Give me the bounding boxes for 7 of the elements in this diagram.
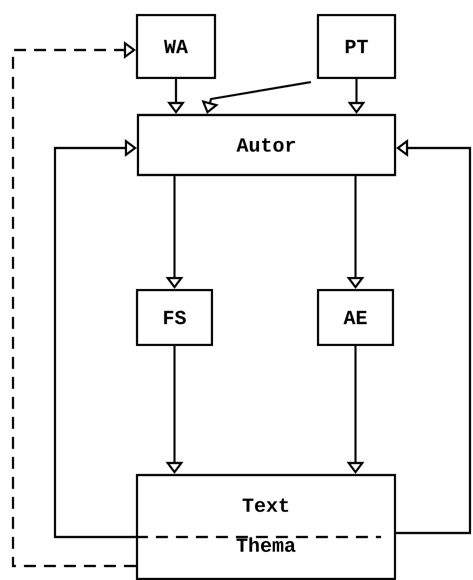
- label-box: Autor: [136, 114, 396, 176]
- arrow: [12, 41, 136, 568]
- label-box: WA: [136, 14, 216, 80]
- label-box: PT: [316, 14, 396, 80]
- split-box: Text Thema: [136, 474, 396, 580]
- label-box: FS: [136, 288, 214, 346]
- label-box: AE: [316, 288, 394, 346]
